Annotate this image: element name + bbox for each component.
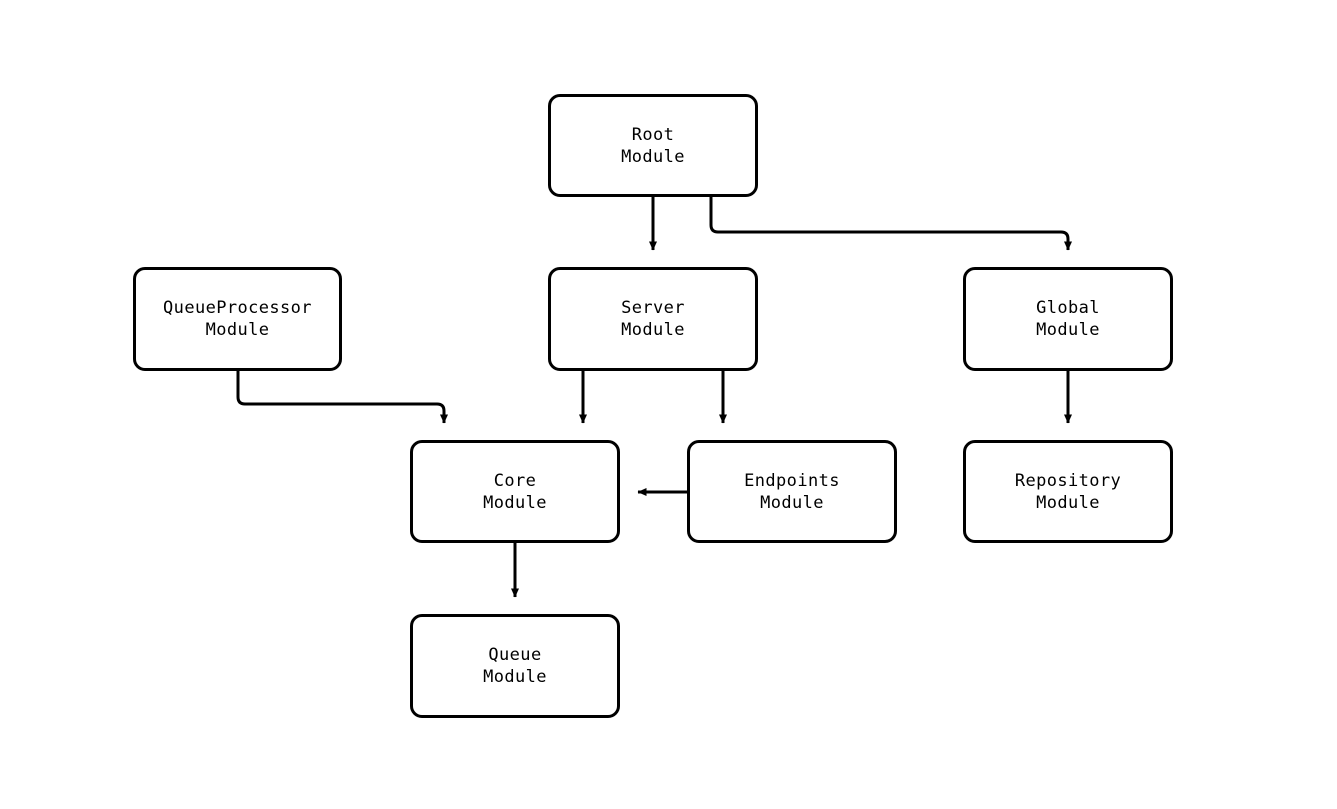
queue-module-label-line1: Queue bbox=[488, 645, 542, 665]
global-module-label-line2: Module bbox=[1036, 320, 1100, 340]
queueprocessor-module-label-line2: Module bbox=[205, 320, 270, 340]
root-module-node[interactable]: Root Module bbox=[548, 94, 758, 197]
core-module-label-line2: Module bbox=[483, 492, 547, 513]
queue-module-label-line2: Module bbox=[483, 667, 547, 687]
repository-module-node[interactable]: Repository Module bbox=[963, 440, 1173, 543]
edge-root-to-global bbox=[709, 197, 1072, 251]
core-module-node[interactable]: Core Module bbox=[410, 440, 620, 543]
edge-queueprocessor-to-core bbox=[236, 371, 448, 424]
server-module-label-line2: Module bbox=[621, 320, 685, 340]
endpoints-module-label-line1: Endpoints bbox=[744, 470, 840, 491]
queueprocessor-module-label-line1: QueueProcessor bbox=[163, 298, 312, 318]
global-module-label-line1: Global bbox=[1036, 298, 1100, 318]
root-module-label-line2: Module bbox=[621, 146, 685, 167]
root-module-label-line1: Root bbox=[631, 124, 675, 145]
queue-module-node[interactable]: Queue Module bbox=[410, 614, 620, 718]
endpoints-module-node[interactable]: Endpoints Module bbox=[687, 440, 897, 543]
queueprocessor-module-node[interactable]: QueueProcessor Module bbox=[133, 267, 342, 371]
repository-module-label-line1: Repository bbox=[1014, 470, 1122, 491]
core-module-label-line1: Core bbox=[493, 470, 537, 491]
repository-module-label-line2: Module bbox=[1036, 492, 1100, 513]
server-module-label-line1: Server bbox=[621, 298, 685, 318]
server-module-node[interactable]: Server Module bbox=[548, 267, 758, 371]
global-module-node[interactable]: Global Module bbox=[963, 267, 1173, 371]
endpoints-module-label-line2: Module bbox=[760, 492, 824, 513]
